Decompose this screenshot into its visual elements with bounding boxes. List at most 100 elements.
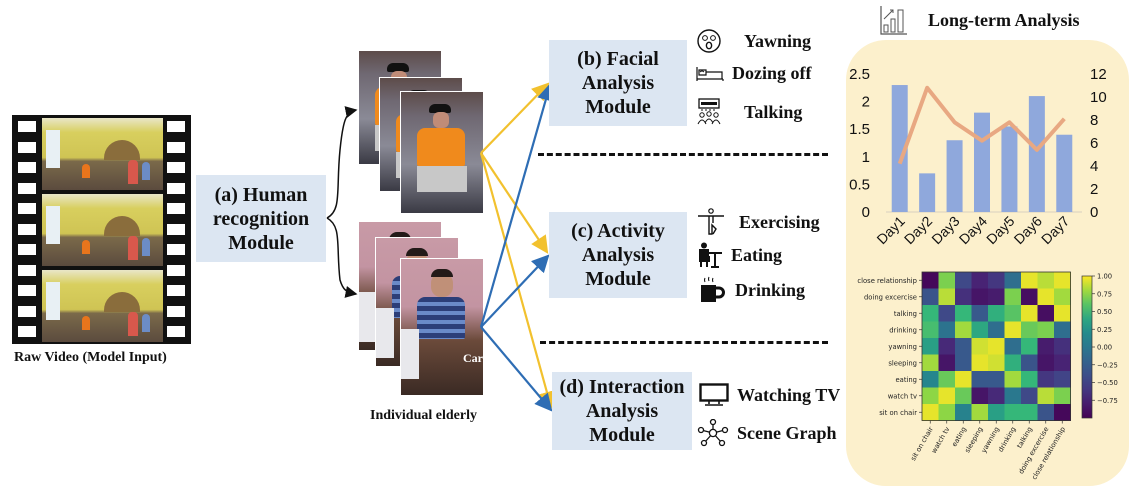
y-right-tick-label: 10: [1090, 89, 1107, 106]
bar-chart-trend-icon: [880, 6, 907, 35]
heatmap-cell: [1037, 338, 1055, 355]
x-tick-label: Day4: [956, 213, 991, 248]
y-left-tick-label: 1: [862, 149, 870, 166]
colorbar-tick-label: −0.25: [1097, 361, 1118, 369]
person-shirt: [417, 128, 465, 166]
heatmap-cell: [938, 288, 956, 306]
raw-video-caption: Raw Video (Model Input): [14, 350, 167, 365]
frame-window: [46, 130, 60, 168]
heatmap-cell: [988, 404, 1005, 421]
heatmap-cell: [1054, 387, 1071, 405]
heatmap-cell: [938, 354, 956, 372]
heatmap-cell: [1004, 305, 1022, 322]
heatmap-cell: [1004, 404, 1022, 421]
heatmap-cell: [1054, 338, 1071, 355]
col-label: sit on chair: [909, 425, 935, 462]
heatmap-cell: [1021, 321, 1038, 339]
raw-video-filmstrip: [12, 115, 191, 344]
arrow-top-to-activity: [480, 152, 549, 254]
y-left-tick-label: 0: [862, 204, 870, 221]
frame-wall-fan: [104, 216, 140, 236]
section-divider-1: [538, 153, 828, 156]
heatmap-cell: [1004, 371, 1022, 388]
heatmap-cell: [988, 371, 1005, 388]
heatmap-cell: [1054, 272, 1071, 289]
heatmap-cell: [1037, 387, 1055, 405]
heatmap-cell: [955, 354, 972, 372]
item-dozing-off: Dozing off: [696, 63, 812, 84]
video-frame: [42, 194, 163, 266]
frame-window: [46, 282, 60, 320]
item-yawning: Yawning: [696, 28, 811, 54]
heatmap-cell: [922, 387, 939, 405]
colorbar-tick-label: 0.50: [1097, 308, 1112, 316]
heatmap-cell: [1037, 288, 1055, 306]
person-cap: [387, 63, 409, 72]
row-label: eating: [895, 376, 917, 384]
heatmap-cell: [988, 354, 1005, 372]
x-tick-label: Day1: [873, 213, 908, 248]
film-sprocket-hole: [18, 264, 36, 276]
film-sprocket-hole: [167, 141, 185, 153]
frame-person: [142, 314, 150, 332]
heatmap-cell: [955, 288, 972, 306]
heatmap-cell: [1021, 387, 1038, 405]
person-face: [433, 112, 449, 128]
heatmap-cell: [1037, 305, 1055, 322]
y-right-tick-label: 4: [1090, 158, 1098, 175]
colorbar-tick-label: 0.25: [1097, 326, 1112, 334]
film-sprocket-hole: [18, 182, 36, 194]
arrow-top-to-interaction: [479, 152, 556, 410]
heatmap-cell: [988, 387, 1005, 405]
heatmap-cell: [1004, 272, 1022, 289]
bar-day4: [974, 112, 990, 212]
frame-person: [82, 164, 90, 178]
heatmap-cell: [988, 305, 1005, 322]
individual-elderly-caption: Individual elderly: [370, 408, 477, 423]
item-talking: Talking: [696, 98, 802, 126]
heatmap-cell: [1037, 371, 1055, 388]
frame-person: [128, 312, 138, 336]
heatmap-cell: [1021, 305, 1038, 322]
colorbar-tick-label: 0.00: [1097, 344, 1112, 352]
colorbar: [1081, 275, 1093, 419]
frame-person: [142, 238, 150, 256]
film-sprocket-hole: [167, 121, 185, 132]
tv-monitor-icon: [699, 383, 729, 406]
item-label: Exercising: [739, 211, 820, 232]
heatmap-cell: [1037, 272, 1055, 289]
coffee-mug-icon: [701, 276, 725, 302]
heatmap-cell: [1004, 321, 1022, 339]
item-label: Watching TV: [737, 384, 841, 405]
heatmap-cell: [1021, 288, 1038, 306]
film-sprocket-hole: [167, 182, 185, 194]
heatmap-cell: [988, 321, 1005, 339]
frame-person: [128, 160, 138, 184]
bed-icon: [696, 66, 724, 81]
heatmap-cell: [922, 354, 939, 372]
frame-person: [82, 316, 90, 330]
arrow-bottom-to-interaction: [480, 326, 553, 412]
heatmap-cell: [1004, 354, 1022, 372]
item-exercising: Exercising: [697, 208, 820, 236]
video-frame: [42, 270, 163, 342]
daily-combo-chart: 00.511.522.5024681012Day1Day2Day3Day4Day…: [849, 66, 1107, 248]
row-label: doing excercise: [864, 293, 917, 301]
frame-person: [82, 240, 90, 254]
heatmap-cell: [1004, 338, 1022, 355]
y-right-tick-label: 12: [1090, 66, 1107, 83]
bar-day6: [1028, 96, 1045, 212]
frame-wall-fan: [104, 140, 140, 160]
frame-wall-fan: [104, 292, 140, 312]
colorbar-tick-label: 1.00: [1097, 273, 1112, 281]
heatmap-cell: [922, 288, 939, 306]
film-sprocket-hole: [167, 244, 185, 255]
film-sprocket-hole: [18, 223, 36, 235]
heatmap-cell: [922, 404, 939, 421]
film-sprocket-hole: [167, 203, 185, 214]
long-term-analysis-header: Long-term Analysis: [880, 5, 1080, 35]
heatmap-cell: [1054, 354, 1071, 372]
row-label: talking: [894, 310, 917, 318]
